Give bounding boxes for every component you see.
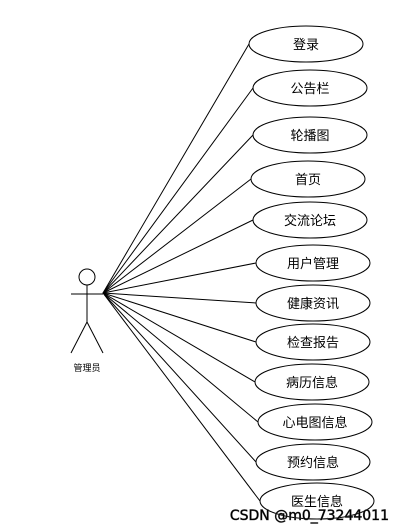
use-case: 登录 — [248, 25, 364, 63]
use-case: 病历信息 — [254, 363, 370, 401]
actor-figure — [70, 268, 104, 354]
actor-label: 管理员 — [73, 362, 100, 374]
use-case: 预约信息 — [255, 443, 371, 481]
association-lines — [102, 43, 261, 502]
use-case: 交流论坛 — [252, 201, 368, 239]
use-case: 用户管理 — [255, 244, 371, 282]
use-case-ellipse — [248, 25, 364, 63]
use-case: 公告栏 — [252, 69, 368, 107]
association-line — [102, 219, 254, 294]
use-case-ellipse — [254, 363, 370, 401]
use-case-ellipse — [257, 403, 373, 441]
watermark: CSDN @m0_73244011 — [230, 508, 389, 524]
use-case-ellipse — [255, 244, 371, 282]
association-line — [102, 87, 254, 294]
use-case-label: 交流论坛 — [284, 213, 336, 229]
use-case-ellipse — [255, 323, 371, 361]
use-case: 检查报告 — [255, 323, 371, 361]
use-case-ellipse — [252, 69, 368, 107]
actor-head — [78, 268, 96, 286]
association-line — [102, 292, 261, 502]
use-case-ellipse — [250, 160, 366, 198]
association-line — [102, 292, 257, 463]
use-case-label: 病历信息 — [286, 375, 338, 391]
use-case: 医生信息 — [259, 482, 375, 520]
use-case: 首页 — [250, 160, 366, 198]
use-case-ellipse — [255, 284, 371, 322]
association-line — [102, 292, 256, 383]
association-line — [102, 262, 257, 294]
association-line — [102, 292, 257, 304]
association-line — [102, 43, 250, 294]
association-line — [102, 178, 252, 294]
use-cases: 登录公告栏轮播图首页交流论坛用户管理健康资讯检查报告病历信息心电图信息预约信息医… — [248, 25, 375, 520]
use-case-ellipse — [252, 116, 368, 154]
actor-left-leg — [70, 321, 88, 354]
actor-right-leg — [86, 321, 104, 354]
use-case-ellipse — [255, 443, 371, 481]
use-case-label: 医生信息 — [291, 494, 343, 510]
use-case-label: 登录 — [293, 38, 319, 53]
use-case-label: 用户管理 — [287, 256, 339, 272]
use-case: 心电图信息 — [257, 403, 373, 441]
use-case-ellipse — [259, 482, 375, 520]
use-case-label: 健康资讯 — [287, 296, 339, 312]
use-case-label: 首页 — [295, 173, 321, 188]
use-case-ellipse — [252, 201, 368, 239]
use-case-label: 检查报告 — [287, 336, 339, 351]
use-case-label: 公告栏 — [290, 82, 329, 97]
use-case: 健康资讯 — [255, 284, 371, 322]
use-case-label: 轮播图 — [290, 129, 329, 144]
use-case: 轮播图 — [252, 116, 368, 154]
use-case-label: 预约信息 — [287, 455, 339, 471]
association-line — [102, 292, 259, 423]
association-line — [102, 292, 257, 343]
use-case-label: 心电图信息 — [282, 415, 347, 431]
association-line — [102, 134, 254, 294]
